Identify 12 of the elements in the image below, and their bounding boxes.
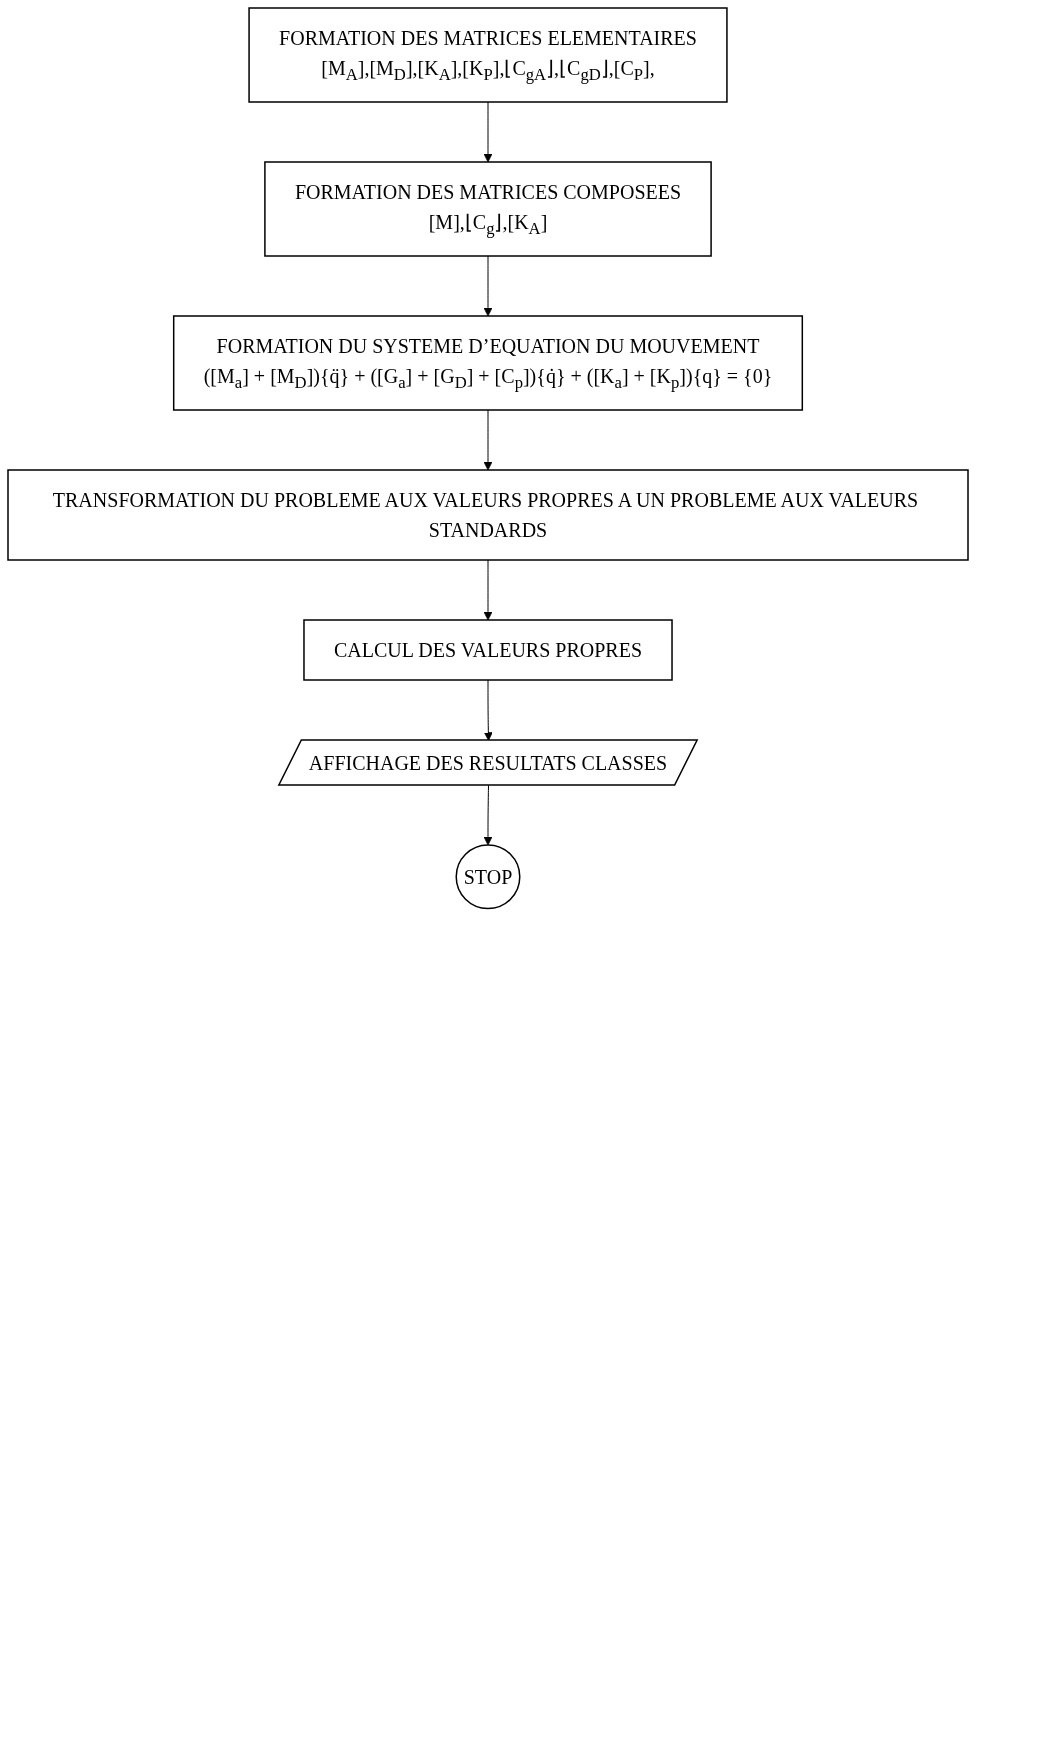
arrow <box>483 559 493 621</box>
node-box: FORMATION DES MATRICES ELEMENTAIRES [M$_{A}$],[M$_{D}$],[K$_{A}$],[K$_{P}$],⌊C$_{gA}$⌋,⌊C$_{gD}$⌋,[C$_{P}$], <box>248 7 728 103</box>
arrow <box>483 255 493 317</box>
arrow <box>483 679 493 741</box>
arrow <box>483 785 493 846</box>
node-circle: STOP <box>455 844 521 910</box>
node-box: TRANSFORMATION DU PROBLEME AUX VALEURS PROPRES A UN PROBLEME AUX VALEURS STANDARDS <box>7 469 969 561</box>
node-box: CALCUL DES VALEURS PROPRES <box>303 619 673 681</box>
arrow <box>483 409 493 471</box>
node-box: FORMATION DES MATRICES COMPOSEES [M],⌊C$_{g}$⌋,[K$_{A}$] <box>264 161 712 257</box>
node-box: FORMATION DU SYSTEME D’EQUATION DU MOUVEMENT ([M$_{a}$] + [M$_{D}$]){q̈} + ([G$_{a}$] + [G$_{D}$] + [C$_{p}$]){q̇} + ([K$_{a}$] + [K$_{p}$]){q} = {0} <box>172 315 804 411</box>
arrow <box>483 101 493 163</box>
